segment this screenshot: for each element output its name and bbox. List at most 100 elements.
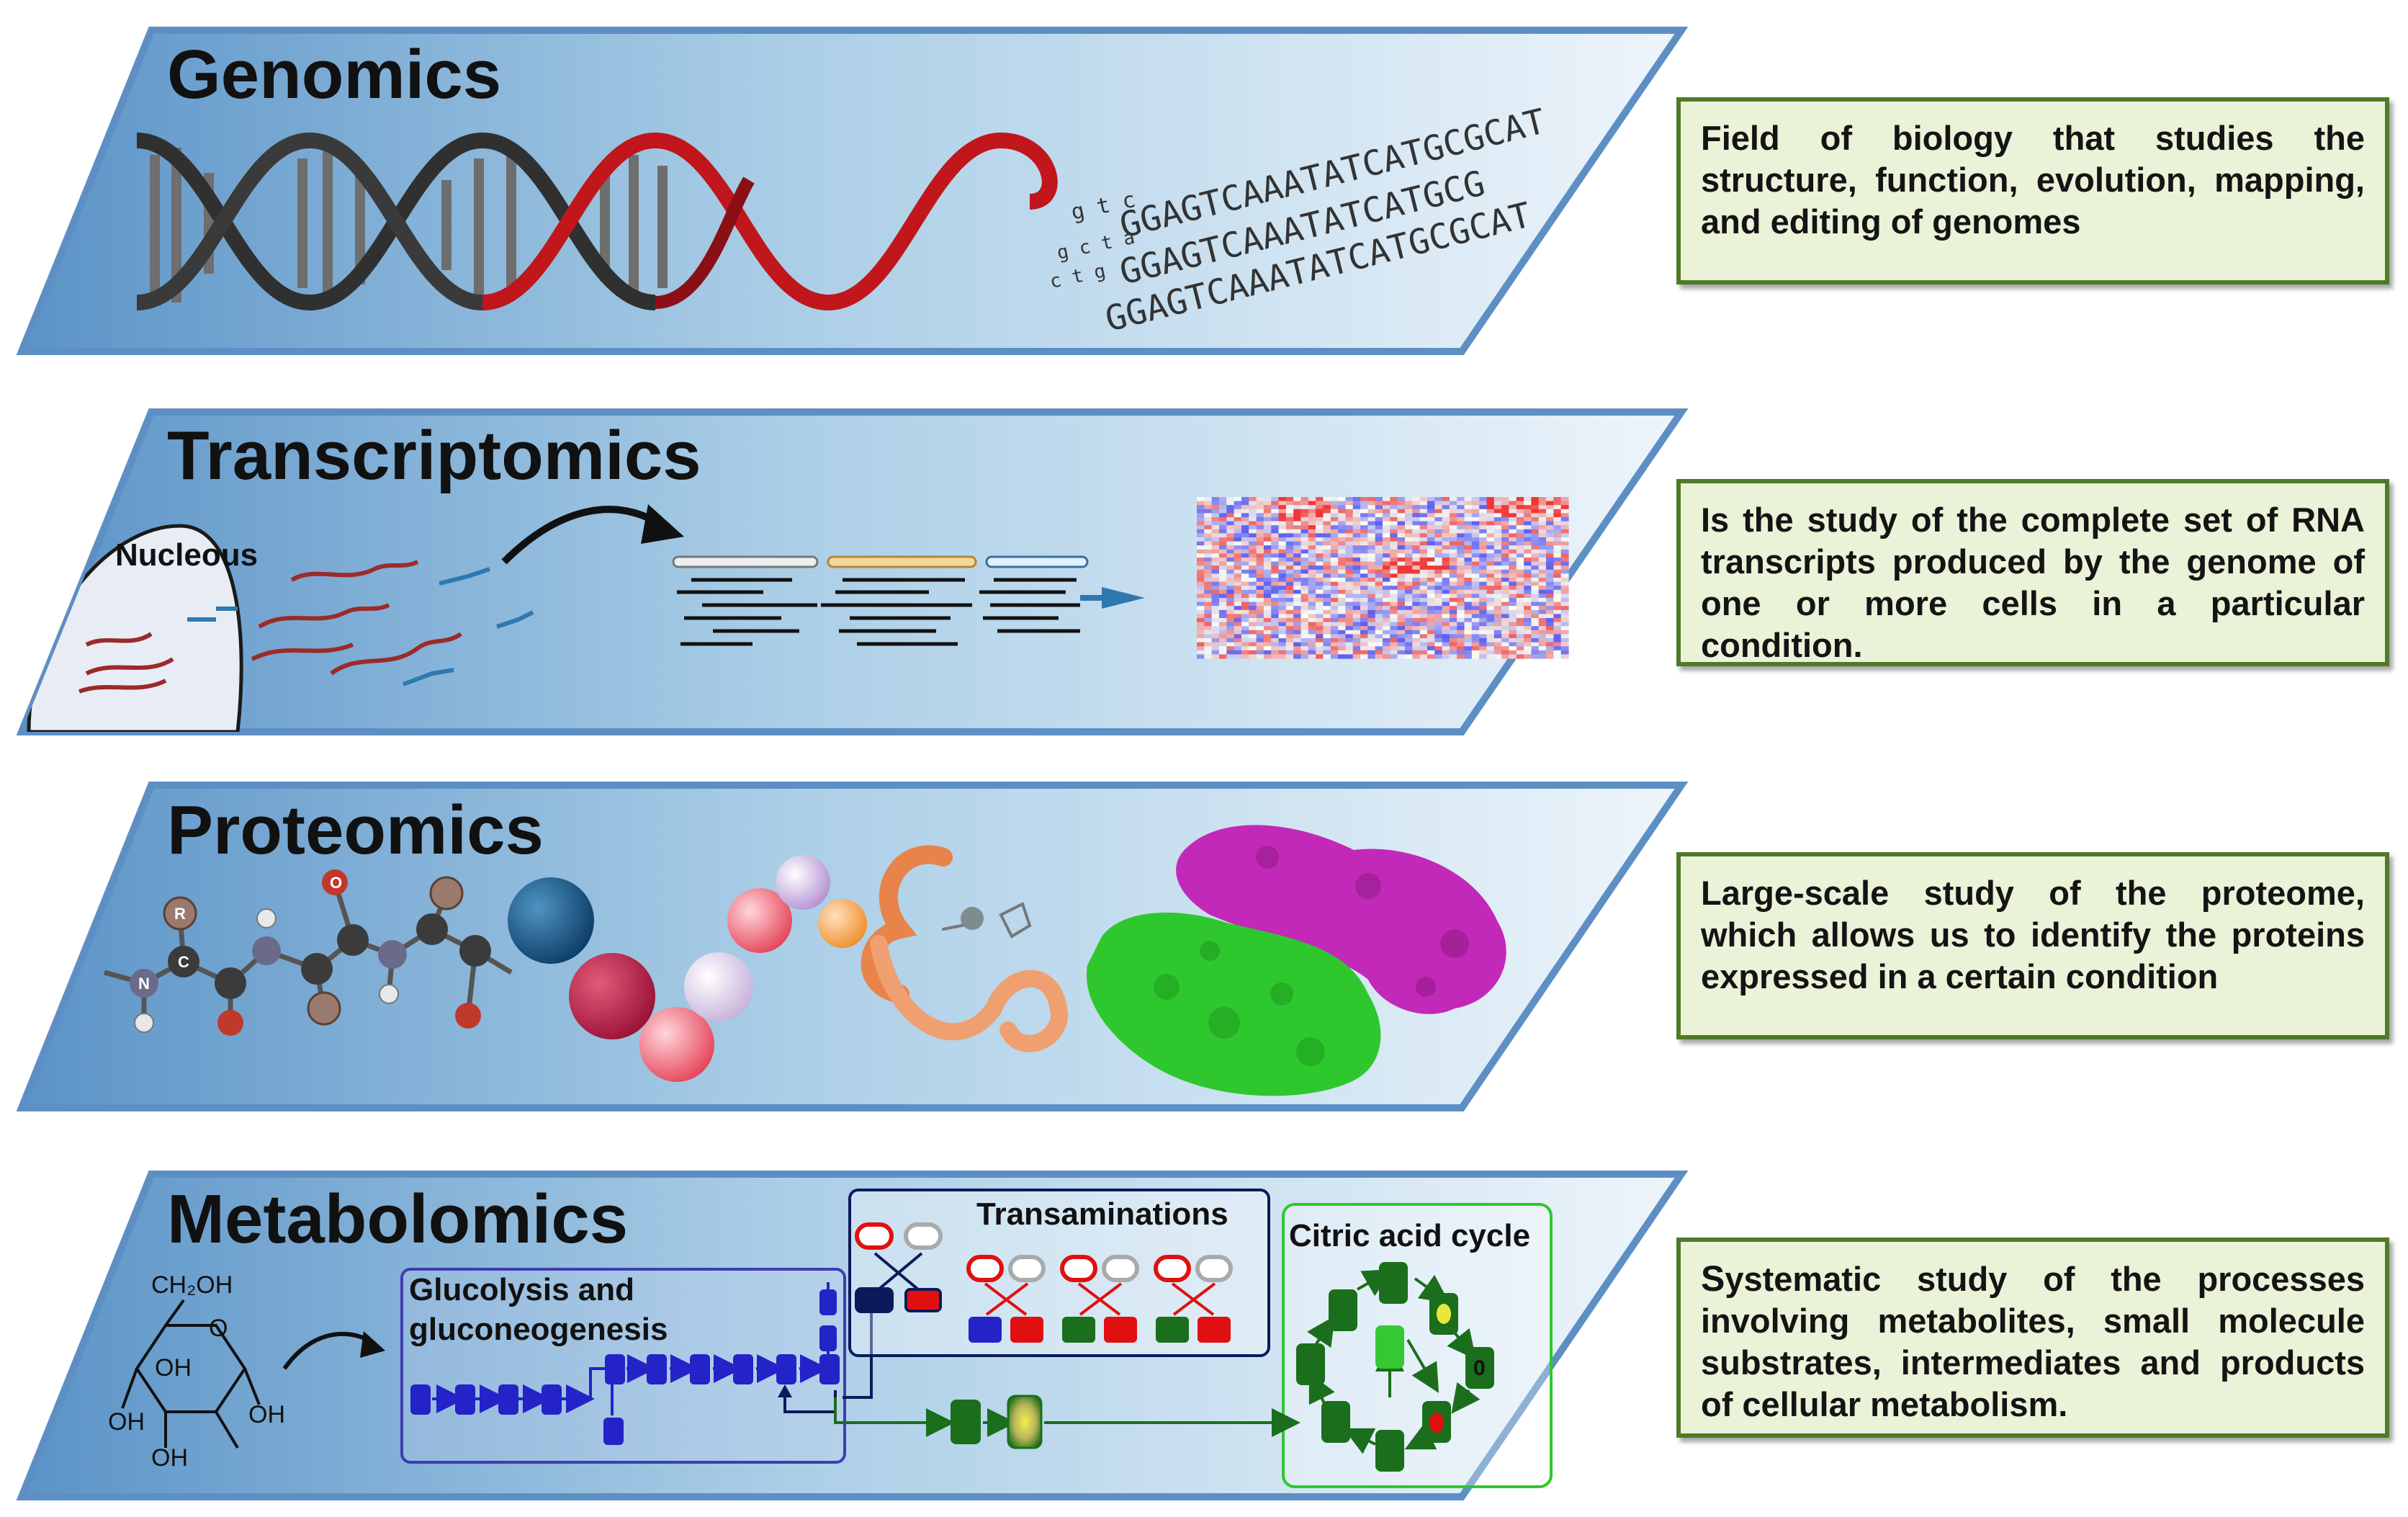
heatmap-cell: [1434, 626, 1443, 631]
heatmap-cell: [1300, 573, 1309, 578]
heatmap-cell: [1501, 509, 1509, 514]
heatmap-cell: [1516, 594, 1524, 599]
heatmap-cell: [1390, 654, 1398, 659]
heatmap-cell: [1501, 537, 1509, 542]
heatmap-cell: [1560, 586, 1569, 591]
heatmap-cell: [1360, 509, 1368, 514]
heatmap-cell: [1560, 525, 1569, 530]
heatmap-cell: [1345, 638, 1354, 643]
heatmap-cell: [1316, 589, 1324, 594]
heatmap-cell: [1308, 545, 1316, 550]
heatmap-cell: [1204, 594, 1213, 599]
heatmap-cell: [1457, 553, 1465, 558]
heatmap-cell: [1471, 609, 1480, 614]
heatmap-cell: [1397, 533, 1406, 538]
heatmap-cell: [1263, 501, 1272, 506]
heatmap-cell: [1293, 529, 1302, 534]
heatmap-cell: [1293, 553, 1302, 558]
heatmap-cell: [1263, 589, 1272, 594]
heatmap-cell: [1531, 537, 1540, 542]
heatmap-cell: [1546, 565, 1554, 570]
heatmap-cell: [1278, 630, 1287, 635]
heatmap-cell: [1285, 573, 1294, 578]
heatmap-cell: [1390, 521, 1398, 526]
heatmap-cell: [1330, 609, 1339, 614]
heatmap-cell: [1256, 578, 1264, 583]
heatmap-cell: [1197, 529, 1205, 534]
heatmap-cell: [1345, 646, 1354, 651]
heatmap-cell: [1271, 545, 1280, 550]
heatmap-cell: [1211, 630, 1220, 635]
heatmap-cell: [1211, 594, 1220, 599]
heatmap-cell: [1352, 561, 1361, 566]
heatmap-cell: [1278, 589, 1287, 594]
heatmap-cell: [1234, 634, 1242, 639]
heatmap-cell: [1524, 509, 1532, 514]
heatmap-cell: [1278, 505, 1287, 510]
heatmap-cell: [1300, 642, 1309, 647]
heatmap-cell: [1464, 533, 1473, 538]
heatmap-cell: [1211, 565, 1220, 570]
heatmap-cell: [1293, 650, 1302, 655]
heatmap-cell: [1375, 497, 1383, 502]
heatmap-cell: [1524, 581, 1532, 586]
heatmap-cell: [1256, 622, 1264, 627]
heatmap-cell: [1457, 654, 1465, 659]
heatmap-cell: [1457, 509, 1465, 514]
heatmap-cell: [1383, 549, 1391, 554]
heatmap-cell: [1211, 606, 1220, 611]
heatmap-cell: [1464, 525, 1473, 530]
heatmap-cell: [1383, 578, 1391, 583]
heatmap-cell: [1546, 513, 1554, 518]
heatmap-cell: [1241, 553, 1249, 558]
heatmap-cell: [1345, 654, 1354, 659]
heatmap-cell: [1464, 501, 1473, 506]
heatmap-cell: [1493, 650, 1502, 655]
heatmap-cell: [1390, 581, 1398, 586]
heatmap-cell: [1323, 609, 1331, 614]
heatmap-cell: [1345, 513, 1354, 518]
heatmap-cell: [1308, 606, 1316, 611]
heatmap-cell: [1546, 517, 1554, 522]
heatmap-cell: [1397, 509, 1406, 514]
heatmap-cell: [1204, 509, 1213, 514]
heatmap-cell: [1516, 529, 1524, 534]
heatmap-cell: [1256, 505, 1264, 510]
proteomics-description: Large-scale study of the proteome, which…: [1676, 852, 2389, 1039]
heatmap-cell: [1278, 509, 1287, 514]
heatmap-cell: [1219, 521, 1227, 526]
heatmap-cell: [1471, 525, 1480, 530]
heatmap-cell: [1486, 638, 1495, 643]
heatmap-cell: [1285, 589, 1294, 594]
heatmap-cell: [1405, 561, 1413, 566]
heatmap-cell: [1479, 549, 1488, 554]
heatmap-cell: [1553, 509, 1562, 514]
heatmap-cell: [1486, 549, 1495, 554]
heatmap-cell: [1323, 598, 1331, 603]
heatmap-cell: [1316, 541, 1324, 546]
heatmap-cell: [1323, 581, 1331, 586]
heatmap-cell: [1375, 618, 1383, 623]
heatmap-cell: [1211, 609, 1220, 614]
heatmap-cell: [1271, 509, 1280, 514]
heatmap-cell: [1457, 573, 1465, 578]
heatmap-cell: [1241, 509, 1249, 514]
heatmap-cell: [1316, 569, 1324, 574]
heatmap-cell: [1383, 537, 1391, 542]
heatmap-cell: [1442, 569, 1450, 574]
heatmap-cell: [1479, 598, 1488, 603]
heatmap-cell: [1285, 561, 1294, 566]
heatmap-cell: [1330, 541, 1339, 546]
heatmap-cell: [1367, 638, 1376, 643]
heatmap-cell: [1263, 565, 1272, 570]
heatmap-cell: [1352, 529, 1361, 534]
heatmap-cell: [1479, 513, 1488, 518]
heatmap-cell: [1375, 541, 1383, 546]
heatmap-cell: [1442, 618, 1450, 623]
heatmap-cell: [1234, 626, 1242, 631]
heatmap-cell: [1479, 601, 1488, 607]
heatmap-cell: [1464, 558, 1473, 563]
heatmap-cell: [1278, 606, 1287, 611]
heatmap-cell: [1352, 589, 1361, 594]
heatmap-cell: [1553, 601, 1562, 607]
